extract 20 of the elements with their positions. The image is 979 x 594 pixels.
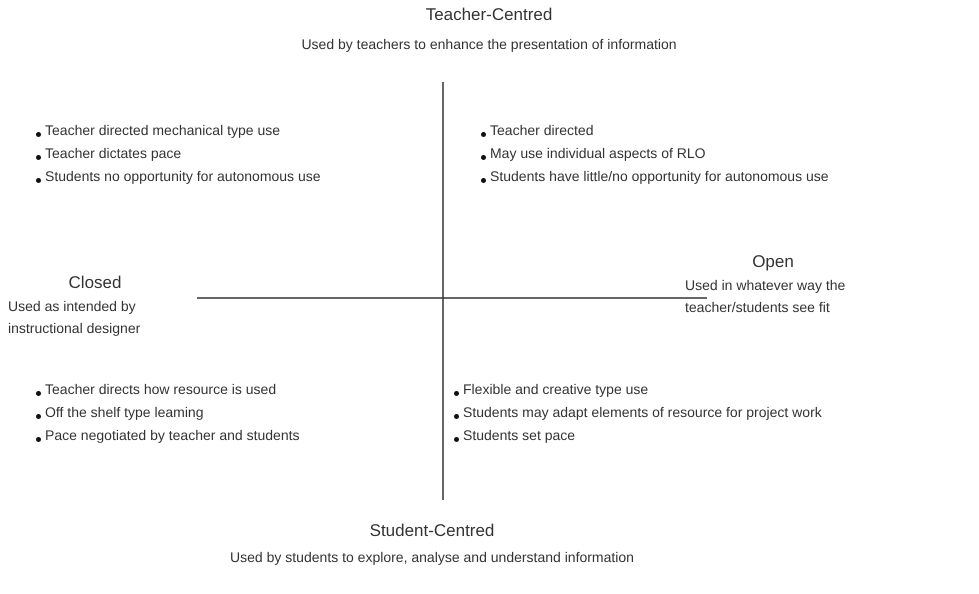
bullet-point: Teacher directed mechanical type use bbox=[45, 121, 280, 140]
bullet-point: Pace negotiated by teacher and students bbox=[45, 426, 300, 445]
axis-heading: Teacher-Centred bbox=[424, 4, 554, 26]
bullet-point: Students set pace bbox=[463, 426, 576, 445]
bullet-point: Students may adapt elements of resource for project work bbox=[463, 403, 822, 422]
bullet-point: Teacher directed bbox=[490, 121, 594, 140]
bullet-point: May use individual aspects of RLO bbox=[490, 144, 706, 163]
axis-description: Used in whatever way the teacher/students see fit bbox=[685, 276, 846, 317]
bullet-point: Off the shelf type leaming bbox=[45, 403, 204, 422]
bullet-point: Teacher directs how resource is used bbox=[45, 380, 276, 399]
bullet-point: Students no opportunity for autonomous use bbox=[45, 167, 321, 186]
axis-heading: Closed bbox=[68, 272, 122, 294]
axis-heading: Open bbox=[751, 251, 795, 273]
bullet-point: Flexible and creative type use bbox=[463, 380, 648, 399]
axis-heading: Student-Centred bbox=[368, 520, 496, 542]
bullet-point: Teacher dictates pace bbox=[45, 144, 182, 163]
axis-description: Used as intended by instructional designer bbox=[8, 297, 142, 338]
axis-description: Used by students to explore, analyse and understand information bbox=[229, 548, 635, 567]
bullet-point: Students have little/no opportunity for autonomous use bbox=[490, 167, 829, 186]
axis-description: Used by teachers to enhance the presentation of information bbox=[300, 35, 678, 54]
